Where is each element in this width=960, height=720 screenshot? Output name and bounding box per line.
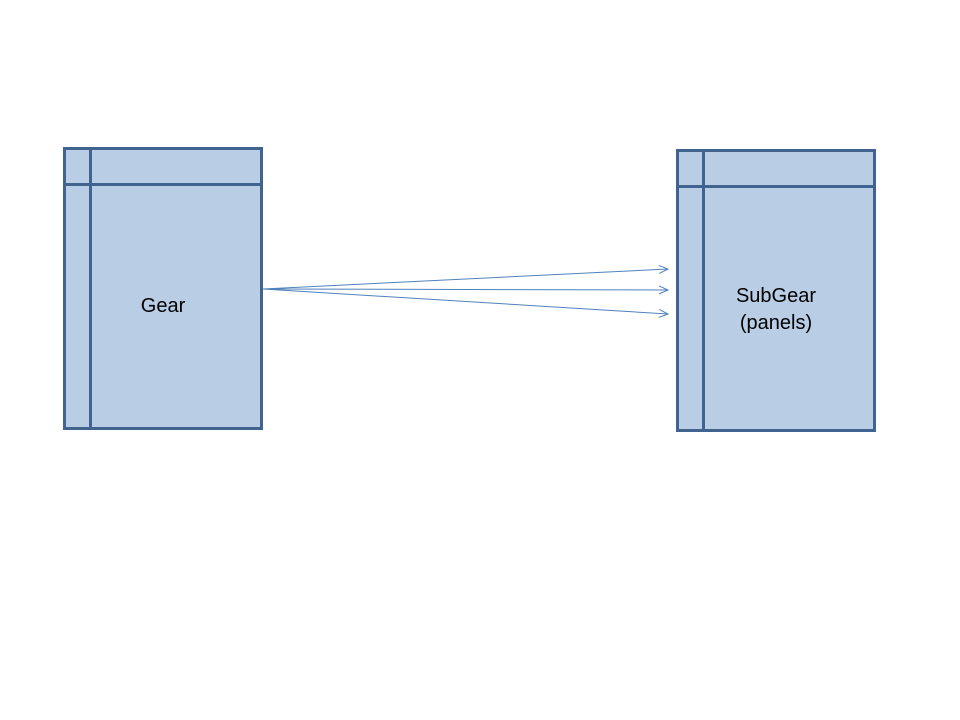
gear-column-divider	[89, 150, 92, 427]
arrow-line-3	[262, 288, 669, 315]
arrow-line-2	[262, 288, 669, 291]
arrowhead-3	[658, 309, 670, 318]
arrow-line-1	[262, 268, 669, 290]
relationship-arrows	[262, 264, 670, 318]
arrowhead-1	[658, 264, 670, 274]
gear-label-line: Gear	[140, 295, 186, 317]
subgear-header-divider	[679, 185, 873, 188]
gear-entity-box: Gear	[63, 147, 263, 430]
gear-label: Gear	[66, 293, 260, 320]
subgear-label: SubGear (panels)	[679, 283, 873, 337]
subgear-column-divider	[702, 152, 705, 429]
gear-header-divider	[66, 183, 260, 186]
subgear-label-line-1: SubGear	[735, 285, 817, 307]
subgear-label-line-2: (panels)	[739, 312, 813, 334]
arrowhead-2	[658, 285, 670, 295]
subgear-entity-box: SubGear (panels)	[676, 149, 876, 432]
